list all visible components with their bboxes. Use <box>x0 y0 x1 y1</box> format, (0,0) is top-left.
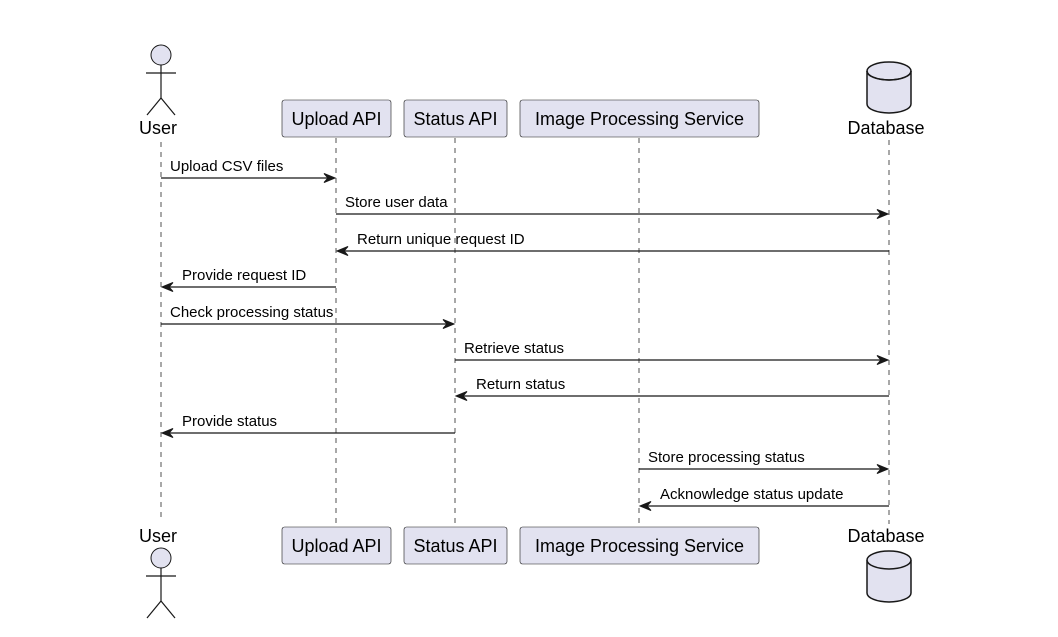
user-label-bottom: User <box>139 526 177 546</box>
message-10: Acknowledge status update <box>638 486 889 511</box>
message-label: Check processing status <box>170 304 333 321</box>
upload-api-box-top: Upload API <box>281 99 392 138</box>
user-actor-top <box>146 44 176 116</box>
database-icon-bottom <box>866 550 912 603</box>
arrowhead-icon <box>876 464 890 474</box>
message-8: Provide status <box>160 413 455 438</box>
message-label: Retrieve status <box>464 340 564 357</box>
image-processing-service-box-top: Image Processing Service <box>519 99 760 138</box>
svg-text:Image Processing Service: Image Processing Service <box>535 536 744 556</box>
database-label-top: Database <box>847 118 924 138</box>
database-icon-top <box>866 61 912 114</box>
message-label: Store processing status <box>648 449 805 466</box>
arrowhead-icon <box>335 246 349 256</box>
arrowhead-icon <box>442 319 456 329</box>
message-4: Provide request ID <box>160 267 336 292</box>
message-5: Check processing status <box>161 304 456 329</box>
status-api-box-top: Status API <box>403 99 508 138</box>
message-label: Return unique request ID <box>357 231 525 248</box>
arrowhead-icon <box>160 282 174 292</box>
arrowhead-icon <box>323 173 337 183</box>
message-label: Store user data <box>345 194 448 211</box>
message-1: Upload CSV files <box>161 158 337 183</box>
message-7: Return status <box>454 376 889 401</box>
actor-head-icon <box>150 547 172 569</box>
message-6: Retrieve status <box>455 340 890 365</box>
message-2: Store user data <box>336 194 890 219</box>
arrowhead-icon <box>638 501 652 511</box>
user-actor-bottom <box>146 547 176 619</box>
svg-text:Upload API: Upload API <box>291 109 381 129</box>
svg-text:Status API: Status API <box>413 109 497 129</box>
arrowhead-icon <box>160 428 174 438</box>
database-label-bottom: Database <box>847 526 924 546</box>
svg-text:Upload API: Upload API <box>291 536 381 556</box>
message-label: Return status <box>476 376 565 393</box>
arrowhead-icon <box>876 355 890 365</box>
upload-api-box-bottom: Upload API <box>281 526 392 565</box>
message-label: Provide status <box>182 413 277 430</box>
user-label-top: User <box>139 118 177 138</box>
actor-head-icon <box>150 44 172 66</box>
message-label: Acknowledge status update <box>660 486 843 503</box>
svg-text:Image Processing Service: Image Processing Service <box>535 109 744 129</box>
arrowhead-icon <box>876 209 890 219</box>
message-label: Upload CSV files <box>170 158 283 175</box>
status-api-box-bottom: Status API <box>403 526 508 565</box>
message-9: Store processing status <box>639 449 890 474</box>
arrowhead-icon <box>454 391 468 401</box>
message-3: Return unique request ID <box>335 231 889 256</box>
message-label: Provide request ID <box>182 267 306 284</box>
image-processing-service-box-bottom: Image Processing Service <box>519 526 760 565</box>
svg-text:Status API: Status API <box>413 536 497 556</box>
